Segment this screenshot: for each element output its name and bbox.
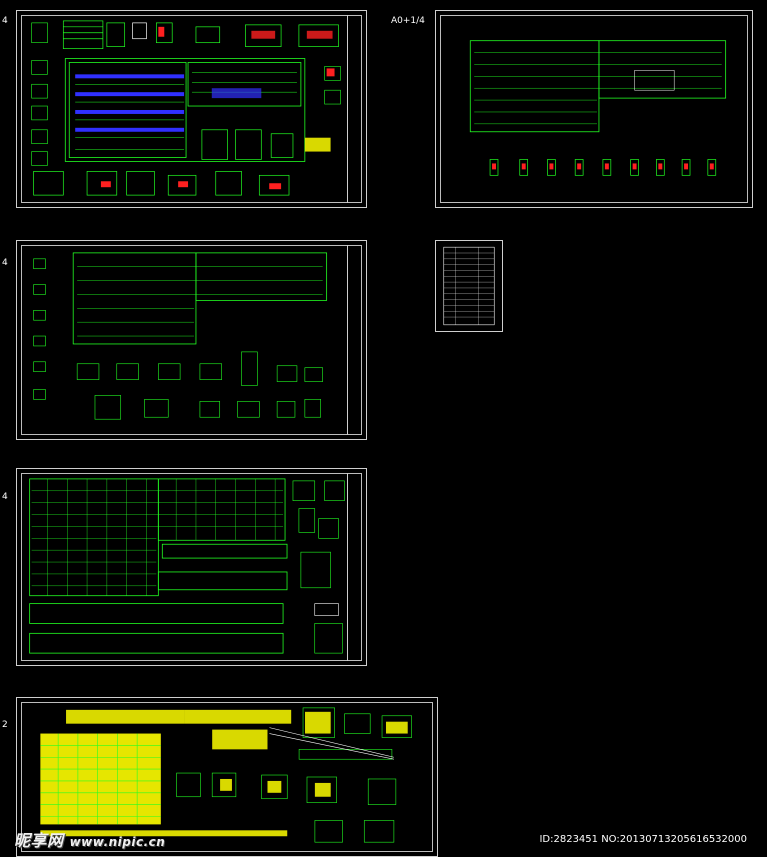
watermark-logo: 昵享网 www.nipic.cn [14, 827, 165, 851]
scale-label-sheet3: 4 [2, 258, 8, 268]
image-id-text: ID:2823451 NO:20130713205616532000 [539, 834, 747, 845]
scale-label-sheet2: A0+1/4 [391, 16, 425, 26]
watermark-url: www.nipic.cn [69, 835, 166, 849]
drawing-index[interactable] [435, 240, 503, 332]
cad-drawing [31, 20, 341, 196]
scale-label-sheet5: 2 [2, 720, 8, 730]
cad-drawing [33, 252, 328, 420]
drawing-sheet-5[interactable] [16, 697, 438, 857]
cad-drawing [29, 478, 345, 654]
scale-label-sheet4: 4 [2, 492, 8, 502]
drawing-sheet-3[interactable] [16, 240, 367, 440]
drawing-sheet-2[interactable] [435, 10, 753, 208]
title-block [347, 15, 362, 203]
title-block [347, 473, 362, 661]
sheet-border [21, 702, 433, 852]
sheet-border [21, 245, 362, 435]
cad-drawing [40, 707, 412, 843]
scale-label-sheet1: 4 [2, 16, 8, 26]
sheet-border [440, 15, 748, 203]
drawing-sheet-1[interactable] [16, 10, 367, 208]
cad-drawing [469, 40, 727, 176]
watermark-brand: 昵享网 [14, 831, 64, 850]
title-block [347, 245, 362, 435]
sheet-border [21, 15, 362, 203]
sheet-border [21, 473, 362, 661]
index-table [443, 246, 495, 326]
drawing-sheet-4[interactable] [16, 468, 367, 666]
